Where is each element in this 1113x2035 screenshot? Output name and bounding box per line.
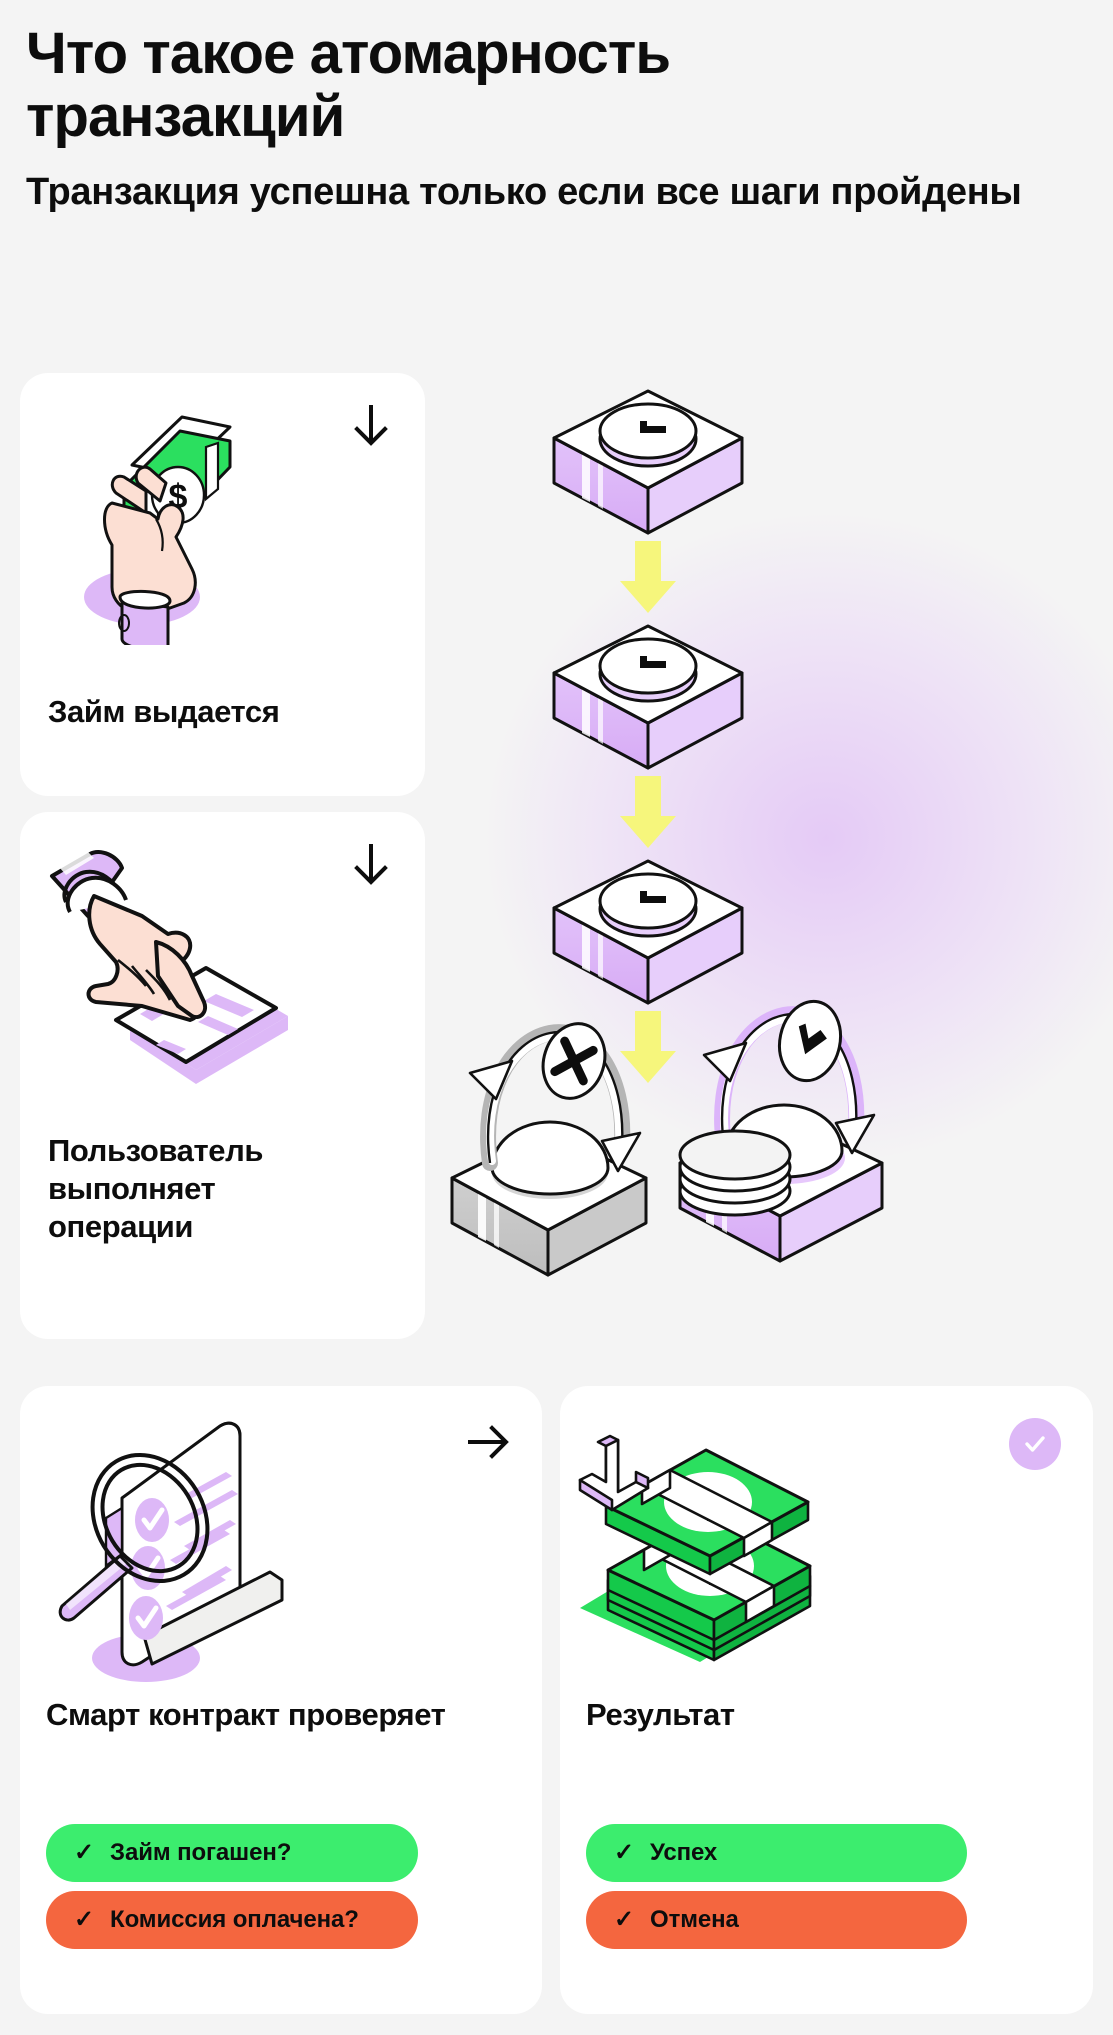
- coin-stack-icon: [678, 1129, 792, 1217]
- card-user-operations[interactable]: Пользователь выполняет операции: [20, 812, 425, 1339]
- arrow-down-icon: [354, 405, 388, 446]
- flow-connector-2: [620, 776, 676, 848]
- rollback-platform: [450, 1022, 648, 1277]
- card-label-loan-issued: Займ выдается: [48, 694, 280, 729]
- flow-block-1: [552, 389, 744, 535]
- flow-block-3: [552, 859, 744, 1005]
- page-subtitle: Транзакция успешна только если все шаги …: [26, 171, 1022, 214]
- pill-fee-paid[interactable]: ✓ Комиссия оплачена?: [46, 1891, 418, 1949]
- hand-tapping-tablet-icon: [50, 849, 288, 1084]
- flow-block-2: [552, 624, 744, 770]
- card-label-smart-contract: Смарт контракт проверяет: [46, 1697, 446, 1732]
- clock-icon: [640, 421, 666, 433]
- pill-cancel[interactable]: ✓ Отмена: [586, 1891, 967, 1949]
- check-circle-icon: [1025, 1436, 1045, 1452]
- header: Что такое атомарность транзакций Транзак…: [26, 22, 1086, 216]
- check-icon: ✓: [614, 1839, 635, 1866]
- card-loan-issued[interactable]: $ Займ выдается: [20, 373, 425, 796]
- document-magnifier-icon: [58, 1421, 284, 1682]
- card-label-result: Результат: [586, 1697, 735, 1732]
- pill-label: Комиссия оплачена?: [110, 1906, 359, 1933]
- page-title: Что такое атомарность транзакций: [26, 21, 671, 150]
- pill-success[interactable]: ✓ Успех: [586, 1824, 967, 1882]
- card-smart-contract[interactable]: Смарт контракт проверяет ✓ Займ погашен?…: [20, 1386, 542, 2014]
- status-badge-success: [1009, 1418, 1061, 1470]
- cancel-x-icon: [550, 1036, 598, 1086]
- pill-label: Успех: [650, 1839, 718, 1866]
- check-icon: ✓: [614, 1906, 635, 1933]
- flow-connector-3: [620, 1011, 676, 1083]
- arrow-down-isometric-icon: [578, 1434, 650, 1512]
- arrow-down-icon: [354, 844, 388, 885]
- flow-diagram: [450, 389, 884, 1277]
- card-label-user-operations: Пользователь выполняет операции: [48, 1133, 264, 1244]
- pill-loan-repaid[interactable]: ✓ Займ погашен?: [46, 1824, 418, 1882]
- commit-platform: [678, 999, 884, 1263]
- pill-label: Отмена: [650, 1906, 739, 1933]
- arrow-right-icon: [468, 1425, 509, 1459]
- check-icon: ✓: [74, 1839, 95, 1866]
- hand-holding-cash-icon: $: [84, 415, 232, 645]
- cash-stacks-icon: $ $: [578, 1434, 812, 1662]
- flow-connector-1: [620, 541, 676, 613]
- clock-icon: [640, 656, 666, 668]
- clock-icon: [798, 1023, 827, 1055]
- pill-label: Займ погашен?: [110, 1839, 292, 1866]
- card-result[interactable]: $ $: [560, 1386, 1093, 2014]
- check-icon: ✓: [74, 1906, 95, 1933]
- clock-icon: [640, 891, 666, 903]
